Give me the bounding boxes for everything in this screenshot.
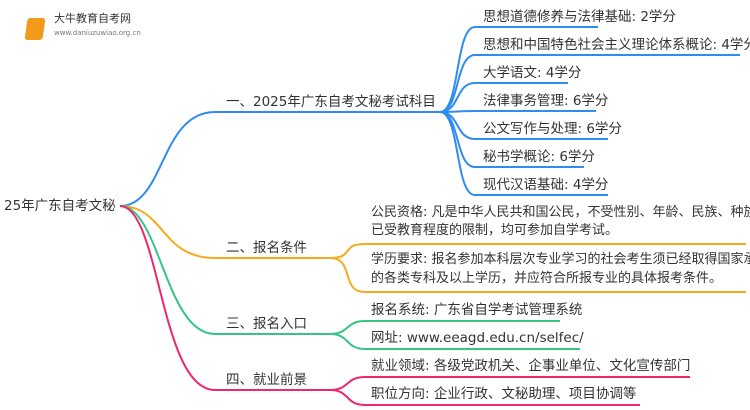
subject-item[interactable]: 思想和中国特色社会主义理论体系概论: 4学分 [483,37,750,53]
entry-system[interactable]: 报名系统: 广东省自学考试管理系统 [371,302,583,318]
branch-3-line [119,205,330,335]
branch-1-label[interactable]: 一、2025年广东自考文秘考试科目 [226,94,436,110]
subject-item[interactable]: 公文写作与处理: 6学分 [483,121,622,137]
subject-item[interactable]: 现代汉语基础: 4学分 [483,177,609,193]
career-position[interactable]: 职位方向: 企业行政、文秘助理、项目协调等 [371,386,637,402]
branch-4-line [119,205,330,391]
subject-item[interactable]: 秘书学概论: 6学分 [483,149,595,165]
subject-item[interactable]: 法律事务管理: 6学分 [483,93,609,109]
logo-name: 大牛教育自考网 [54,12,131,25]
book-icon [24,18,46,40]
condition-citizenship-line2[interactable]: 已受教育程度的限制，均可参加自学考试。 [371,223,619,238]
branch-2-line [119,205,330,259]
condition-education-line1[interactable]: 学历要求: 报名参加本科层次专业学习的社会考生须已经取得国家承认 [371,252,750,267]
branch-4-label[interactable]: 四、就业前景 [226,372,307,388]
branch-3-label[interactable]: 三、报名入口 [226,316,307,332]
root-node[interactable]: 25年广东自考文秘 [4,198,116,214]
branch-1-line [119,111,440,207]
condition-education-line2[interactable]: 的各类专科及以上学历，并应符合所报专业的具体报考条件。 [371,271,723,286]
branch-2-label[interactable]: 二、报名条件 [226,240,307,256]
subject-item[interactable]: 大学语文: 4学分 [483,65,582,81]
logo: 大牛教育自考网 www.daniuzuwiao.org.cn [20,10,141,45]
entry-url[interactable]: 网址: www.eeagd.edu.cn/selfec/ [371,330,584,346]
logo-url: www.daniuzuwiao.org.cn [54,29,141,37]
condition-citizenship-line1[interactable]: 公民资格: 凡是中华人民共和国公民，不受性别、年龄、民族、种族和 [371,205,750,220]
career-field[interactable]: 就业领域: 各级党政机关、企事业单位、文化宣传部门 [371,358,691,374]
subject-item[interactable]: 思想道德修养与法律基础: 2学分 [483,9,676,25]
